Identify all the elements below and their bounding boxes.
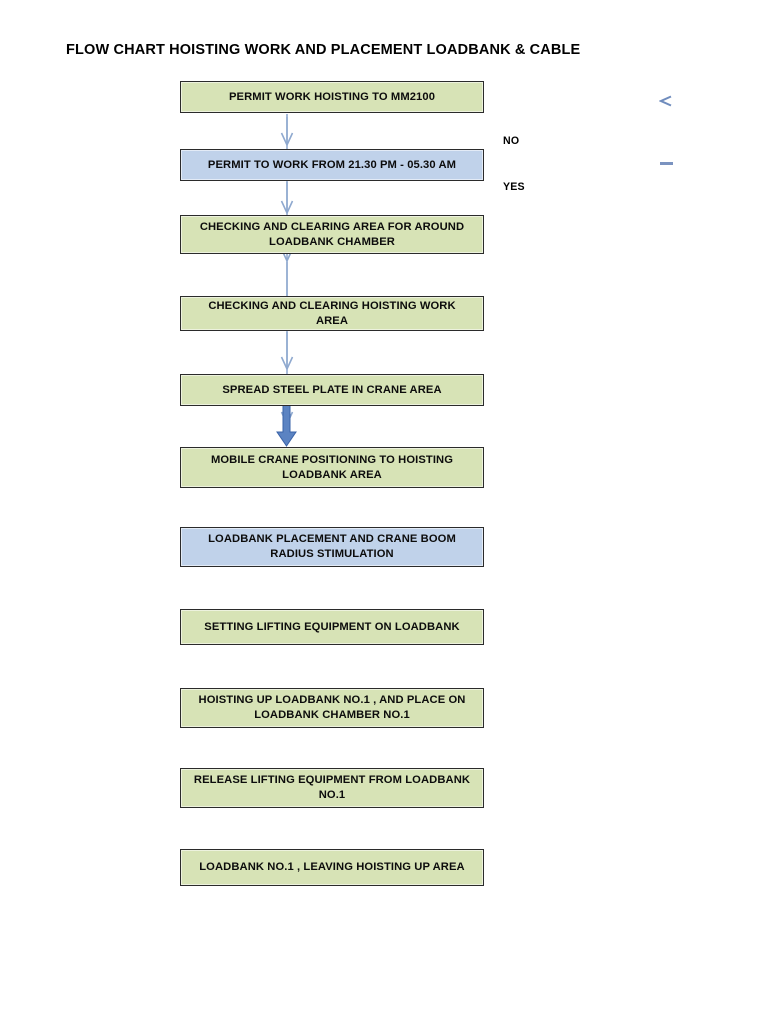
flow-node-label: PERMIT WORK HOISTING TO MM2100 [228, 90, 436, 103]
flow-node-label: PERMIT TO WORK FROM 21.30 PM - 05.30 AM [207, 158, 457, 171]
flow-node-loadbank-no1-leaving-area[interactable]: LOADBANK NO.1 , LEAVING HOISTING UP AREA [180, 849, 484, 886]
flow-node-spread-steel-plate[interactable]: SPREAD STEEL PLATE IN CRANE AREA [180, 374, 484, 406]
flow-node-checking-clearing-hoisting-work-area[interactable]: CHECKING AND CLEARING HOISTING WORK AREA [180, 296, 484, 331]
branch-label-yes: YES [503, 181, 525, 193]
connector-checking-work-area-to-spread-steel-plate [280, 332, 294, 371]
branch-label-no: NO [503, 135, 520, 147]
flow-node-label: SPREAD STEEL PLATE IN CRANE AREA [222, 383, 442, 396]
flow-node-hoisting-up-loadbank-no1[interactable]: HOISTING UP LOADBANK NO.1 , AND PLACE ON… [180, 688, 484, 728]
stray-arrowhead-icon [659, 95, 672, 107]
flow-node-mobile-crane-positioning[interactable]: MOBILE CRANE POSITIONING TO HOISTING LOA… [180, 447, 484, 488]
flow-node-setting-lifting-equipment[interactable]: SETTING LIFTING EQUIPMENT ON LOADBANK [180, 609, 484, 645]
flow-node-label: HOISTING UP LOADBANK NO.1 , AND PLACE ON… [198, 694, 466, 721]
flow-node-label: LOADBANK NO.1 , LEAVING HOISTING UP AREA [199, 861, 465, 874]
flow-node-label: CHECKING AND CLEARING AREA FOR AROUND LO… [199, 220, 465, 248]
connector-spread-steel-plate-to-mobile-crane [276, 399, 297, 447]
flow-node-loadbank-placement-boom-radius[interactable]: LOADBANK PLACEMENT AND CRANE BOOM RADIUS… [180, 527, 484, 567]
stray-connector-dash [660, 162, 673, 165]
flow-node-permit-work-hoisting[interactable]: PERMIT WORK HOISTING TO MM2100 [180, 81, 484, 113]
flow-node-label: CHECKING AND CLEARING HOISTING WORK AREA [208, 299, 456, 327]
flow-node-label: LOADBANK PLACEMENT AND CRANE BOOM RADIUS… [208, 533, 456, 560]
flow-node-checking-clearing-loadbank-chamber[interactable]: CHECKING AND CLEARING AREA FOR AROUND LO… [180, 215, 484, 254]
flow-node-release-lifting-equipment[interactable]: RELEASE LIFTING EQUIPMENT FROM LOADBANK … [180, 768, 484, 808]
page-title: FLOW CHART HOISTING WORK AND PLACEMENT L… [66, 42, 581, 58]
connector-permit-work-to-permit-window [280, 114, 294, 147]
flow-node-permit-to-work-window[interactable]: PERMIT TO WORK FROM 21.30 PM - 05.30 AM [180, 149, 484, 181]
flow-node-label: RELEASE LIFTING EQUIPMENT FROM LOADBANK … [193, 774, 471, 801]
connector-permit-window-to-checking-chamber [280, 182, 294, 215]
flow-node-label: SETTING LIFTING EQUIPMENT ON LOADBANK [204, 620, 460, 633]
flow-node-label: MOBILE CRANE POSITIONING TO HOISTING LOA… [210, 453, 454, 481]
